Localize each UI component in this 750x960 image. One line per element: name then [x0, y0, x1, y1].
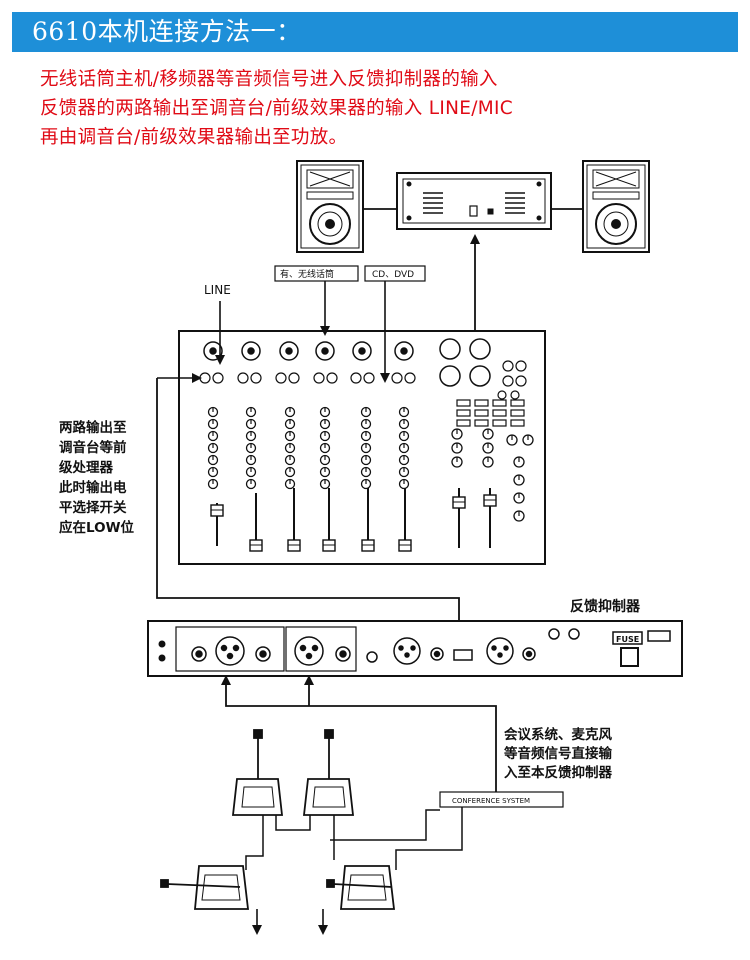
intro-line-2: 反馈器的两路输出至调音台/前级效果器的输入 LINE/MIC [40, 98, 513, 119]
page-title: 6610本机连接方法一： [32, 17, 302, 46]
cd-input-tag-text: CD、DVD [372, 270, 414, 280]
fuse-label: FUSE [616, 635, 639, 644]
gooseneck-mic-1 [231, 729, 284, 816]
mic-input-tag-text: 有、无线话筒 [280, 268, 334, 280]
note-line: 会议系统、麦克风 [504, 726, 612, 743]
conference-signal-lines [221, 675, 497, 792]
suppressor-title: 反馈抑制器 [570, 598, 641, 615]
note-line: 此时输出电 [59, 479, 127, 496]
mixer-xlr-inputs [203, 338, 491, 387]
speaker-right [582, 160, 650, 253]
intro-line-1: 无线话筒主机/移频器等音频信号进入反馈抑制器的输入 [40, 69, 498, 90]
suppressor-to-mixer-line [156, 378, 460, 621]
conference-system-box: CONFERENCE SYSTEM [439, 791, 564, 808]
note-line: 级处理器 [59, 459, 113, 476]
mixer-line-label: LINE [204, 283, 231, 297]
conference-mic-wiring [245, 807, 463, 870]
cd-input-tag: CD、DVD [364, 265, 426, 282]
note-line: 调音台等前 [59, 439, 127, 456]
note-line: 应在LOW位 [59, 519, 134, 536]
mixer-knobs [207, 406, 534, 522]
mic-input-tag: 有、无线话筒 [274, 265, 359, 282]
mixer-master-buttons [456, 399, 525, 427]
mixer-input-arrows [157, 281, 390, 383]
header-banner: 6610本机连接方法一： [12, 12, 738, 52]
speaker-left [296, 160, 364, 253]
note-line: 等音频信号直接输 [504, 745, 612, 762]
mixer-line-inputs [199, 360, 527, 400]
conference-box-label: CONFERENCE SYSTEM [452, 797, 530, 805]
note-line: 两路输出至 [59, 419, 127, 436]
suppressor-connectors [191, 628, 671, 667]
intro-line-3: 再由调音台/前级效果器输出至功放。 [40, 127, 348, 148]
note-line: 入至本反馈抑制器 [504, 764, 612, 781]
gooseneck-mic-3 [160, 865, 250, 910]
downward-cable-arrows [252, 909, 328, 935]
mixer-faders [210, 488, 497, 552]
gooseneck-mic-4 [326, 865, 396, 910]
power-amplifier [396, 172, 552, 230]
note-line: 平选择开关 [59, 499, 127, 516]
gooseneck-mic-2 [302, 729, 355, 816]
